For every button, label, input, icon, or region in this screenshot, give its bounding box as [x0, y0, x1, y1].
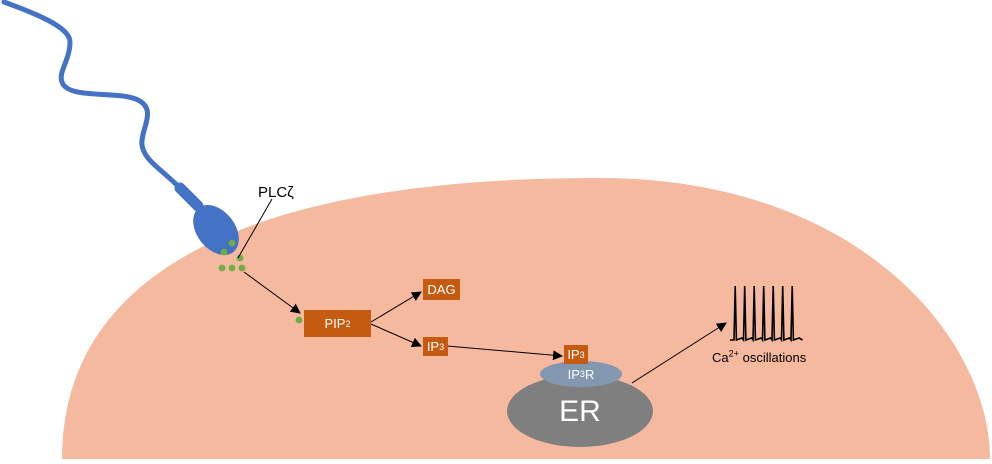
egg-cell: [62, 178, 990, 459]
dag-label: DAG: [427, 282, 456, 297]
ip3-receptor-shape: [540, 361, 622, 387]
pip2-label-base: PIP: [324, 316, 346, 331]
calcium-oscillation-trace: [730, 285, 803, 343]
sperm-midpiece: [174, 182, 204, 212]
arrow-er-to-oscillations: [631, 322, 727, 384]
pip2-box: [304, 310, 371, 337]
arrow-pip2-to-dag: [370, 291, 422, 323]
plc-zeta-molecules: [218, 239, 303, 324]
calcium-label-sup: 2+: [728, 348, 739, 359]
calcium-label-tail: oscillations: [739, 350, 807, 365]
plc-pointer-line: [237, 198, 273, 259]
er-shape: [507, 375, 653, 447]
sperm-tail: [1, 0, 183, 191]
dag-box: [423, 279, 460, 300]
arrow-plc-to-pip2: [243, 271, 301, 314]
ip3-cytoplasm-label-base: IP: [426, 339, 440, 354]
calcium-oscillations-label: Ca2+ oscillations: [712, 348, 807, 365]
ip3-bound-label-base: IP: [567, 347, 580, 362]
arrow-ip3-to-receptor: [446, 345, 563, 361]
ip3-receptor-label-tail: R: [584, 366, 595, 382]
ip3-bound-box: [564, 345, 588, 364]
sperm-head: [193, 205, 239, 255]
ip3-receptor-label-base: IP: [567, 366, 580, 382]
er-label: ER: [559, 395, 601, 428]
calcium-label-base: Ca: [712, 350, 729, 365]
ip3-cytoplasm-box: [423, 337, 448, 356]
arrow-pip2-to-ip3: [370, 323, 422, 347]
plc-zeta-label: PLCζ: [258, 184, 294, 201]
